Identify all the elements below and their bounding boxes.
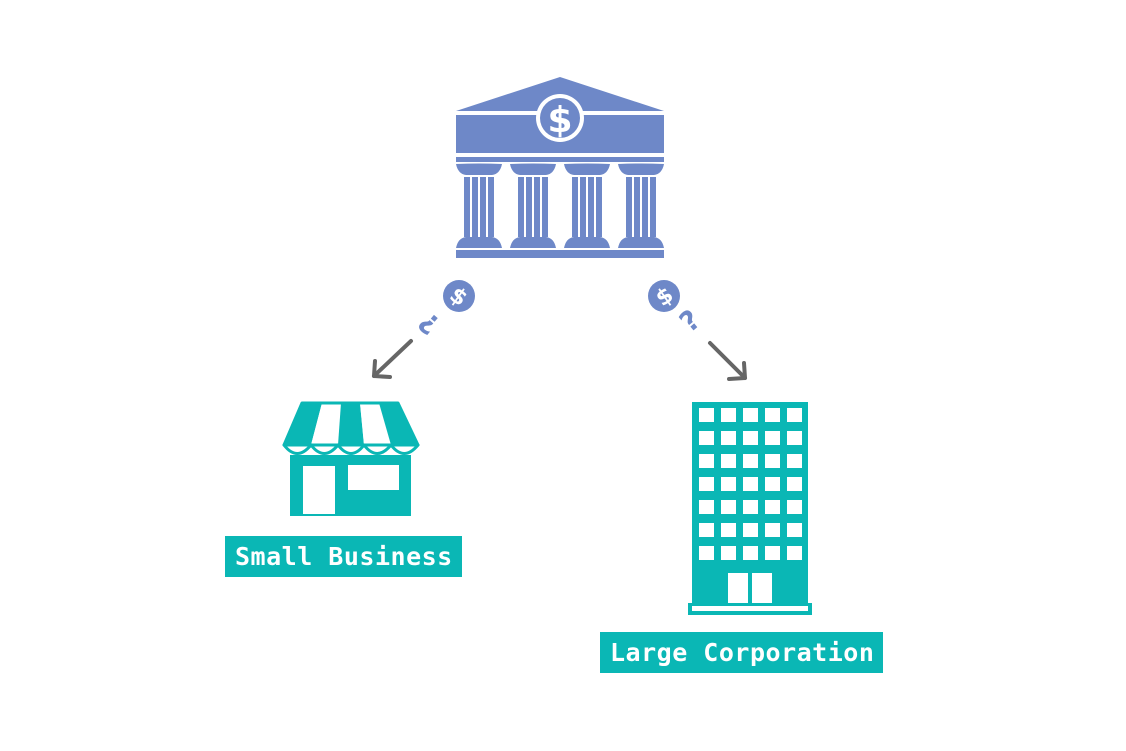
storefront-icon [282, 401, 420, 516]
large-corporation-label: Large Corporation [600, 632, 884, 673]
arrow-icon-left [372, 339, 413, 379]
small-business-label: Small Business [225, 536, 462, 577]
bank-dollar-sign: $ [547, 100, 572, 141]
arrow-icon-right [708, 341, 747, 381]
office-building-icon [688, 402, 812, 615]
left-question-mark: ? [412, 305, 446, 341]
right-loan-coin: $ [648, 280, 680, 312]
bank-icon [456, 77, 664, 258]
building-windows [699, 408, 802, 560]
left-loan-coin: $ [443, 280, 475, 312]
right-question-mark: ? [673, 303, 707, 339]
